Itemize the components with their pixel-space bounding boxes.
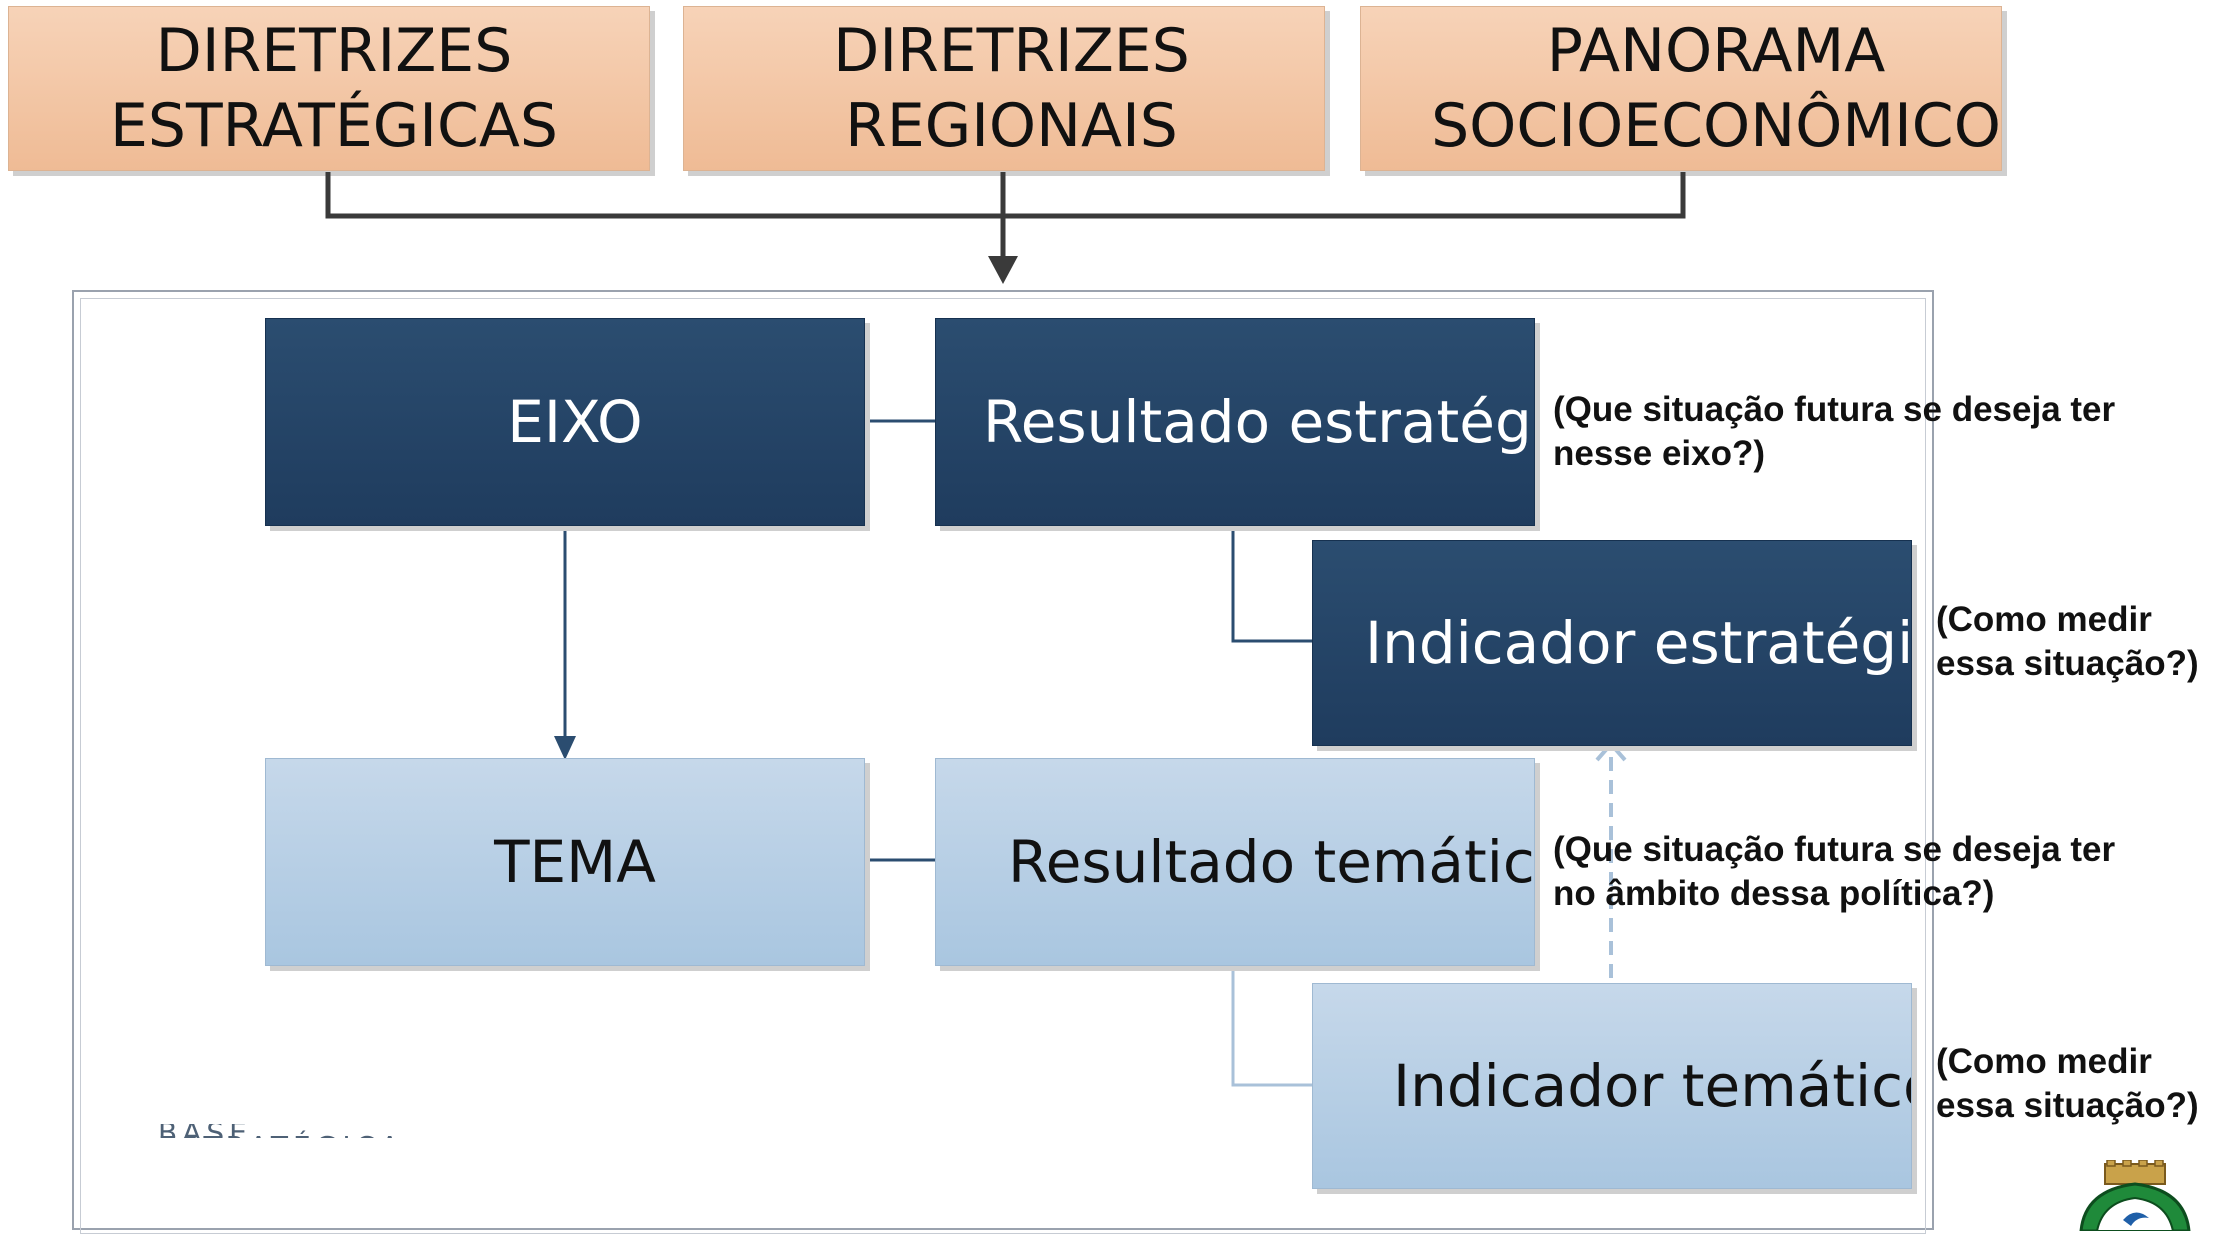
indicador-estrategico-box: Indicador estratégico — [1312, 540, 1912, 746]
source-diretrizes-estrategicas: DIRETRIZES ESTRATÉGICAS — [8, 6, 650, 171]
indicador-tematico-box: Indicador temático — [1312, 983, 1912, 1189]
resultado-estrategico-label: Resultado estratégico — [983, 388, 1534, 456]
resultado-tematico-label: Resultado temático — [1008, 828, 1535, 896]
state-coat-of-arms-icon — [2079, 1160, 2191, 1231]
note-indicador-tematico: (Como medir essa situação?) — [1936, 1042, 2199, 1125]
tema-box: TEMA — [265, 758, 865, 966]
resultado-tematico-box: Resultado temático — [935, 758, 1535, 966]
source-panorama-socioeconomico: PANORAMA SOCIOECONÔMICO — [1360, 6, 2002, 171]
tema-label: TEMA — [494, 828, 656, 896]
note-resultado-tematico: (Que situação futura se deseja ter no âm… — [1553, 830, 2116, 913]
resultado-indicador-tematico-connector — [1231, 968, 1312, 1087]
indicador-estrategico-label: Indicador estratégico — [1365, 609, 1912, 677]
eixo-tema-arrow-head — [554, 736, 576, 760]
watermark-label: BASE ESTRATÉGICA — [158, 1124, 508, 1138]
eixo-box: EIXO — [265, 318, 865, 526]
resultado-estrategico-box: Resultado estratégico — [935, 318, 1535, 526]
eixo-label: EIXO — [507, 388, 643, 456]
indicador-tematico-label: Indicador temático — [1393, 1052, 1912, 1120]
resultado-indicador-estrategico-connector — [1231, 528, 1312, 643]
source-panorama-label: PANORAMA SOCIOECONÔMICO — [1431, 15, 2001, 161]
watermark-text: BASE ESTRATÉGICA — [158, 1124, 508, 1138]
source-diretrizes-regionais: DIRETRIZES REGIONAIS — [683, 6, 1325, 171]
note-resultado-estrategico: (Que situação futura se deseja ter nesse… — [1553, 390, 2116, 473]
sources-arrow-head — [988, 256, 1018, 284]
note-indicador-estrategico: (Como medir essa situação?) — [1936, 600, 2199, 683]
